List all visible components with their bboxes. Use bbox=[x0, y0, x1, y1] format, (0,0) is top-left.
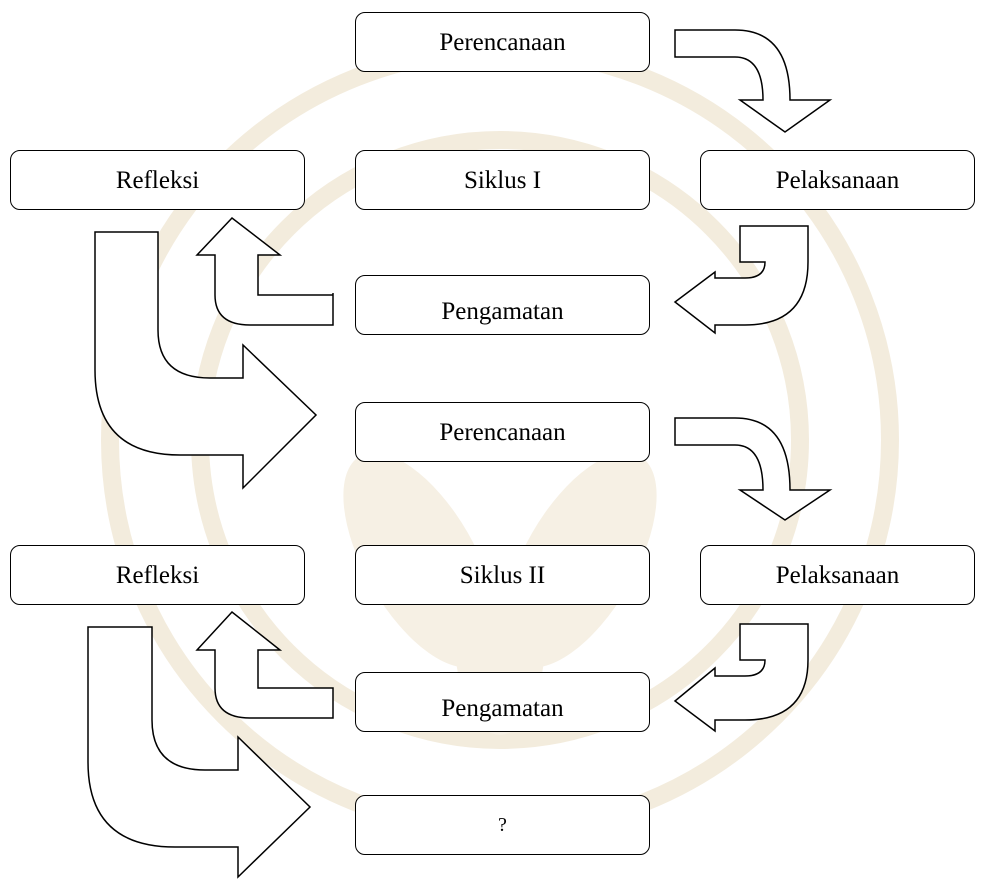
arrow-observing-to-reflecting bbox=[195, 216, 334, 326]
observing-box-cycle-2: Pengamatan bbox=[355, 672, 650, 732]
acting-box-cycle-1: Pelaksanaan bbox=[700, 150, 975, 210]
arrow-reflecting-to-next-step bbox=[87, 626, 312, 879]
reflecting-box-cycle-2: Refleksi bbox=[10, 545, 305, 605]
observing-box-cycle-1: Pengamatan bbox=[355, 275, 650, 335]
arrow-acting-to-observing bbox=[673, 225, 809, 335]
acting-label-cycle-2: Pelaksanaan bbox=[775, 561, 900, 589]
arrow-reflecting-to-next-cycle bbox=[94, 231, 318, 490]
acting-box-cycle-2: Pelaksanaan bbox=[700, 545, 975, 605]
cycle-1-label: Siklus I bbox=[463, 166, 542, 194]
reflecting-label-cycle-1: Refleksi bbox=[115, 166, 200, 194]
cycle-1-label-box: Siklus I bbox=[355, 150, 650, 210]
arrow-planning-to-acting-2 bbox=[674, 417, 833, 521]
planning-label-cycle-2: Perencanaan bbox=[439, 418, 566, 446]
cycle-2-label-box: Siklus II bbox=[355, 545, 650, 605]
reflecting-box-cycle-1: Refleksi bbox=[10, 150, 305, 210]
arrow-planning-to-acting bbox=[674, 29, 833, 133]
planning-box-cycle-2: Perencanaan bbox=[355, 402, 650, 462]
arrow-acting-to-observing-2 bbox=[673, 623, 809, 733]
arrow-observing-to-reflecting-2 bbox=[195, 610, 334, 719]
planning-box-cycle-1: Perencanaan bbox=[355, 12, 650, 72]
cycle-2-label: Siklus II bbox=[459, 561, 546, 589]
planning-label-cycle-1: Perencanaan bbox=[439, 28, 566, 56]
next-step-label: ? bbox=[498, 814, 507, 836]
next-step-box: ? bbox=[355, 795, 650, 855]
observing-label-cycle-2: Pengamatan bbox=[441, 694, 564, 722]
observing-label-cycle-1: Pengamatan bbox=[441, 297, 564, 325]
acting-label-cycle-1: Pelaksanaan bbox=[775, 166, 900, 194]
reflecting-label-cycle-2: Refleksi bbox=[115, 561, 200, 589]
